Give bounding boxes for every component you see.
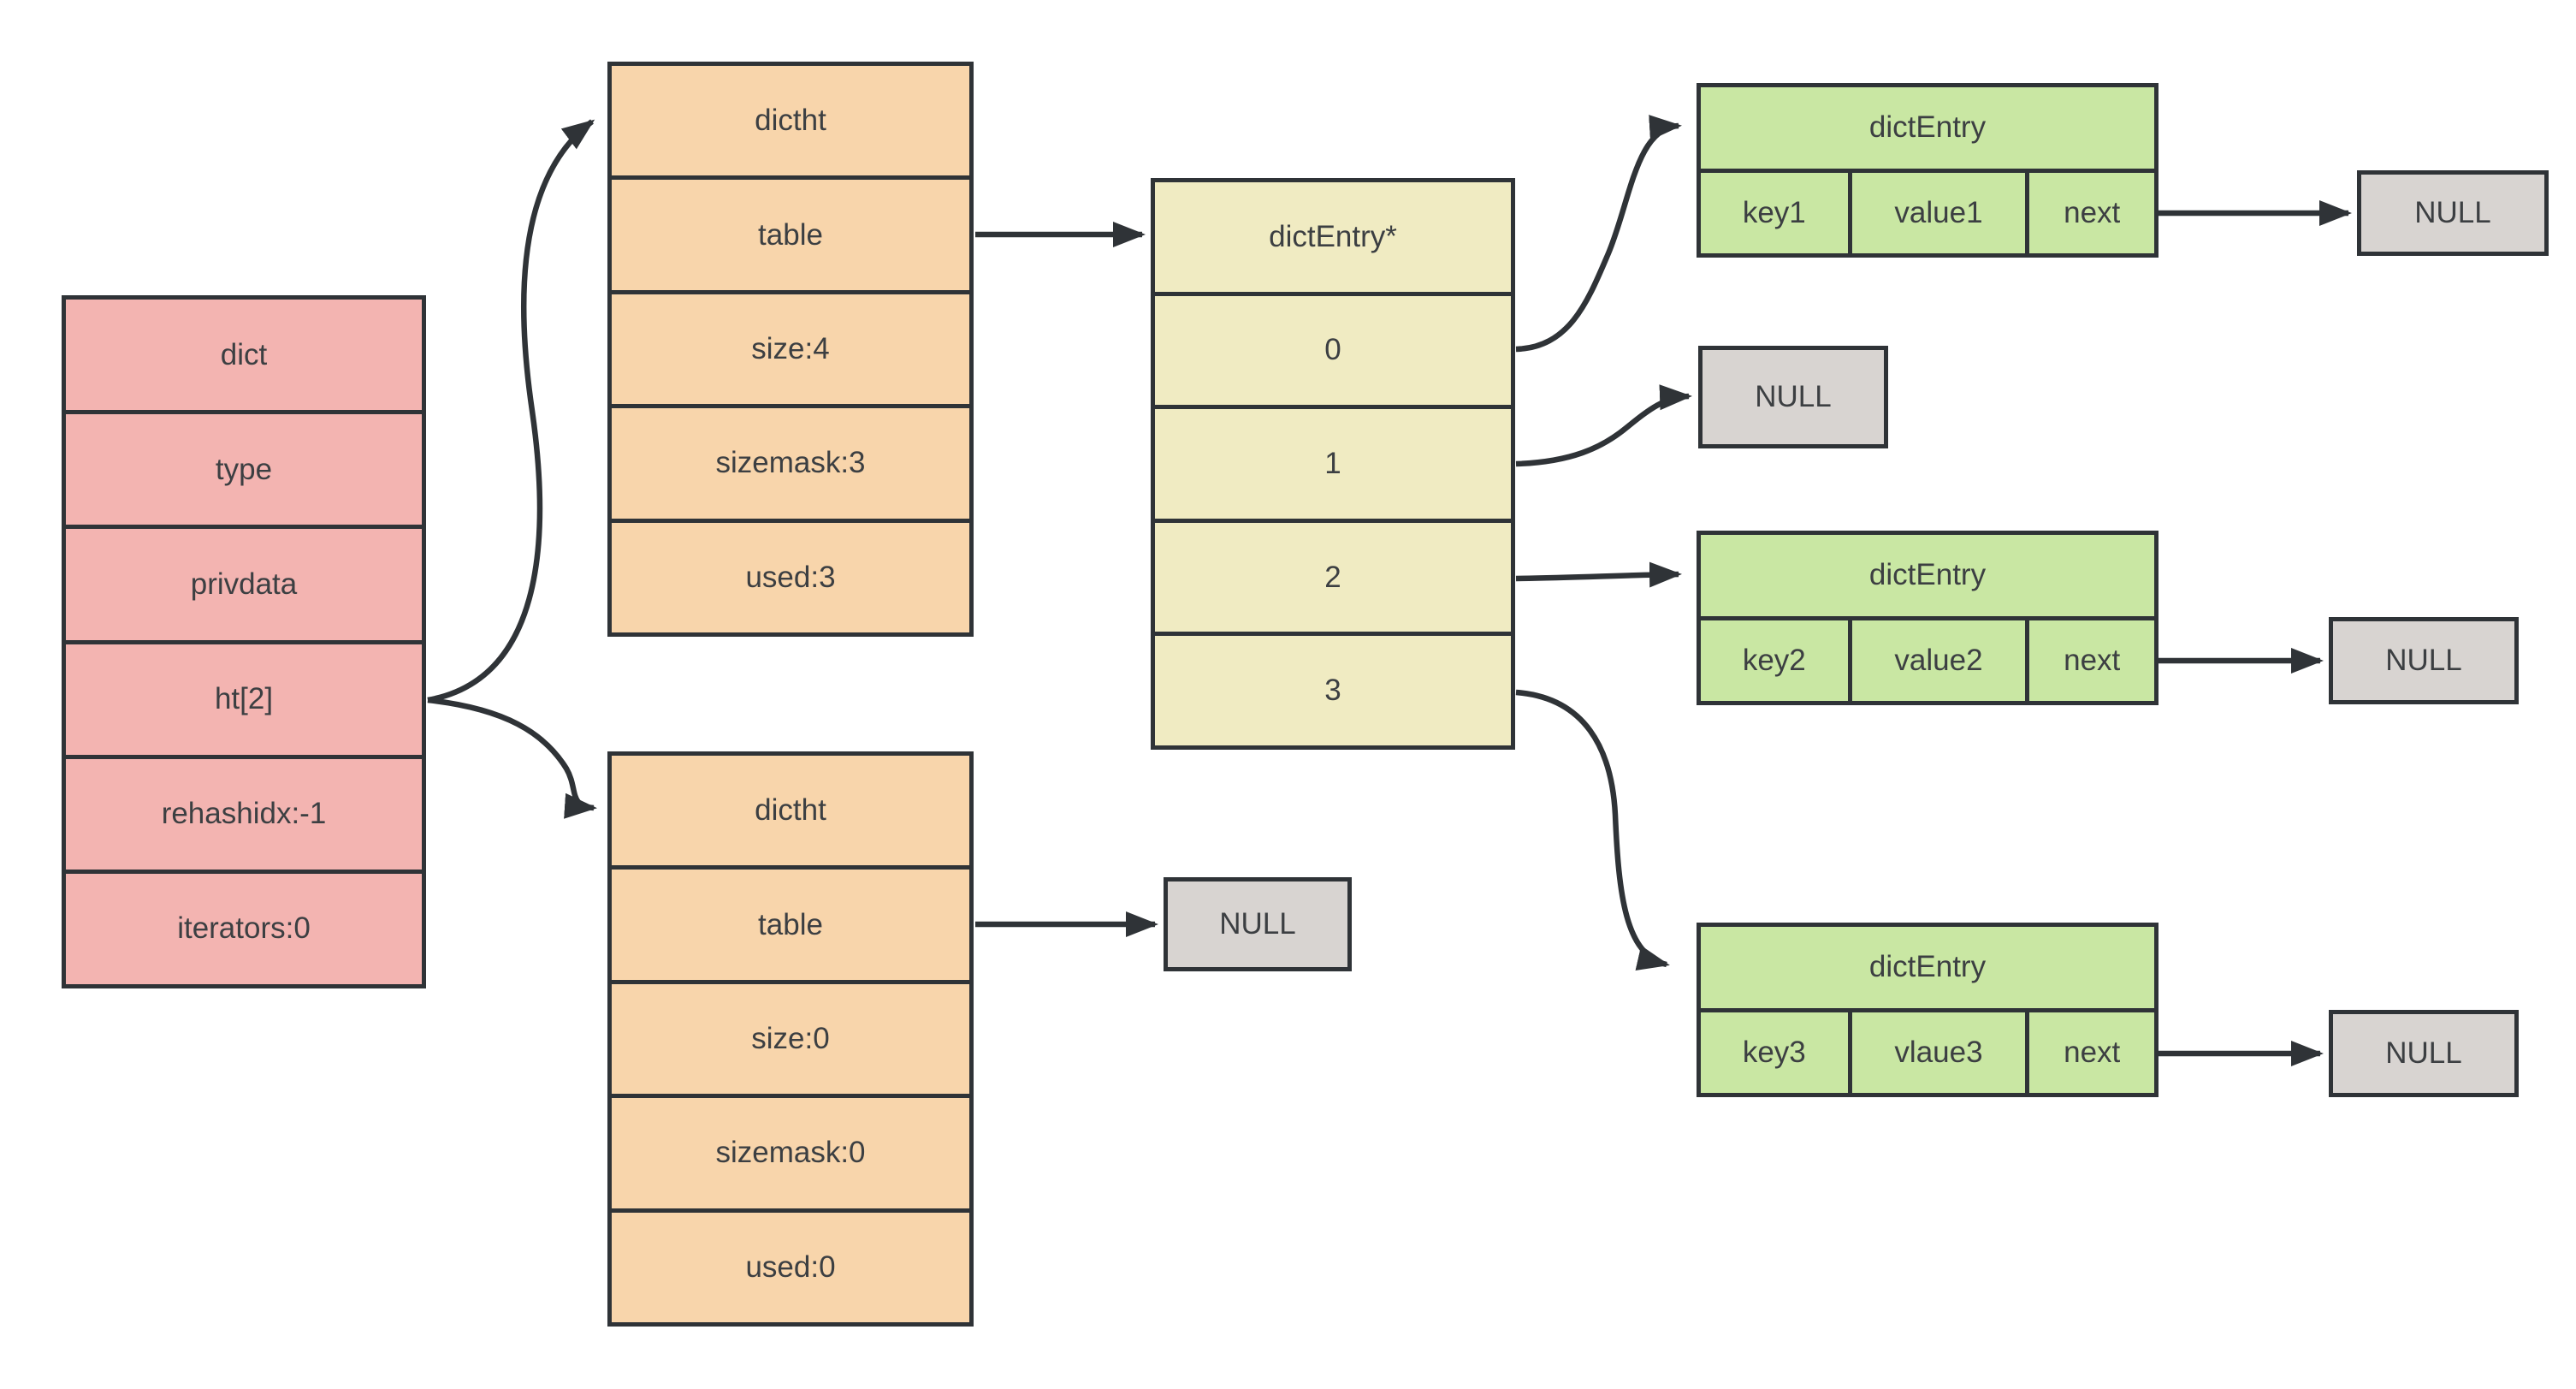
bucket-row-title: dictEntry* [1269, 219, 1397, 253]
dictht-bottom-box: dictht table size:0 sizemask:0 used:0 [607, 751, 974, 1327]
dict-struct-box: dict type privdata ht[2] rehashidx:-1 it… [62, 295, 426, 988]
arrow-ht2-to-dictht-bottom [427, 697, 597, 819]
dictht-bottom-row-table: table [612, 865, 969, 979]
dictht-top-row-table: table [612, 175, 969, 289]
entry2-value-cell: value2 [1847, 620, 2030, 701]
null-box-after-entry2: NULL [2329, 617, 2519, 704]
dictht-top-row-sizemask: sizemask:3 [612, 404, 969, 518]
dictht-top-row-title: dictht [755, 104, 826, 138]
null-box-after-entry3: NULL [2329, 1010, 2519, 1097]
arrow-bucket1-to-null [1515, 384, 1692, 467]
entry1-value-cell: value1 [1847, 172, 2030, 253]
dictht-bottom-row-sizemask: sizemask:0 [612, 1094, 969, 1208]
entry2-key-cell: key2 [1742, 643, 1806, 677]
dict-entry-3-box: dictEntry key3 vlaue3 next [1697, 923, 2159, 1097]
dict-row-ht2: ht[2] [66, 639, 422, 755]
dict-row-type: type [66, 410, 422, 525]
dictht-top-row-size: size:4 [612, 289, 969, 404]
bucket-row-1: 1 [1155, 405, 1511, 519]
dict-entry-1-box: dictEntry key1 value1 next [1697, 83, 2159, 258]
dictht-bottom-row-size: size:0 [612, 979, 969, 1094]
dict-row-privdata: privdata [66, 525, 422, 639]
entry1-key-cell: key1 [1742, 195, 1806, 229]
dictht-top-box: dictht table size:4 sizemask:3 used:3 [607, 62, 974, 637]
dict-entry-2-box: dictEntry key2 value2 next [1697, 531, 2159, 705]
bucket-row-2: 2 [1155, 518, 1511, 632]
entry1-title: dictEntry [1701, 87, 2154, 173]
arrow-bucket3-to-entry3 [1515, 689, 1670, 971]
entry1-next-cell: next [2064, 195, 2121, 229]
dict-row-title: dict [220, 337, 268, 371]
entry3-title: dictEntry [1701, 927, 2154, 1012]
dictht-bottom-row-title: dictht [755, 793, 826, 828]
entry2-title: dictEntry [1701, 535, 2154, 620]
bucket-array-box: dictEntry* 0 1 2 3 [1151, 178, 1515, 750]
entry3-key-cell: key3 [1742, 1035, 1806, 1069]
dict-row-iterators: iterators:0 [66, 869, 422, 984]
dictht-bottom-row-used: used:0 [612, 1208, 969, 1322]
null-box-bucket1: NULL [1698, 346, 1888, 448]
dict-row-rehashidx: rehashidx:-1 [66, 754, 422, 870]
bucket-row-0: 0 [1155, 291, 1511, 406]
null-box-after-entry1: NULL [2357, 170, 2549, 256]
arrow-bucket0-to-entry1 [1515, 115, 1682, 353]
entry3-next-cell: next [2064, 1035, 2121, 1069]
entry2-next-cell: next [2064, 643, 2121, 677]
bucket-row-3: 3 [1155, 632, 1511, 745]
dictht-top-row-used: used:3 [612, 518, 969, 632]
arrow-ht2-to-dictht-top [427, 119, 595, 703]
entry3-value-cell: vlaue3 [1847, 1012, 2030, 1093]
null-box-empty-table: NULL [1164, 877, 1352, 971]
arrow-bucket2-to-entry2 [1515, 561, 1682, 588]
